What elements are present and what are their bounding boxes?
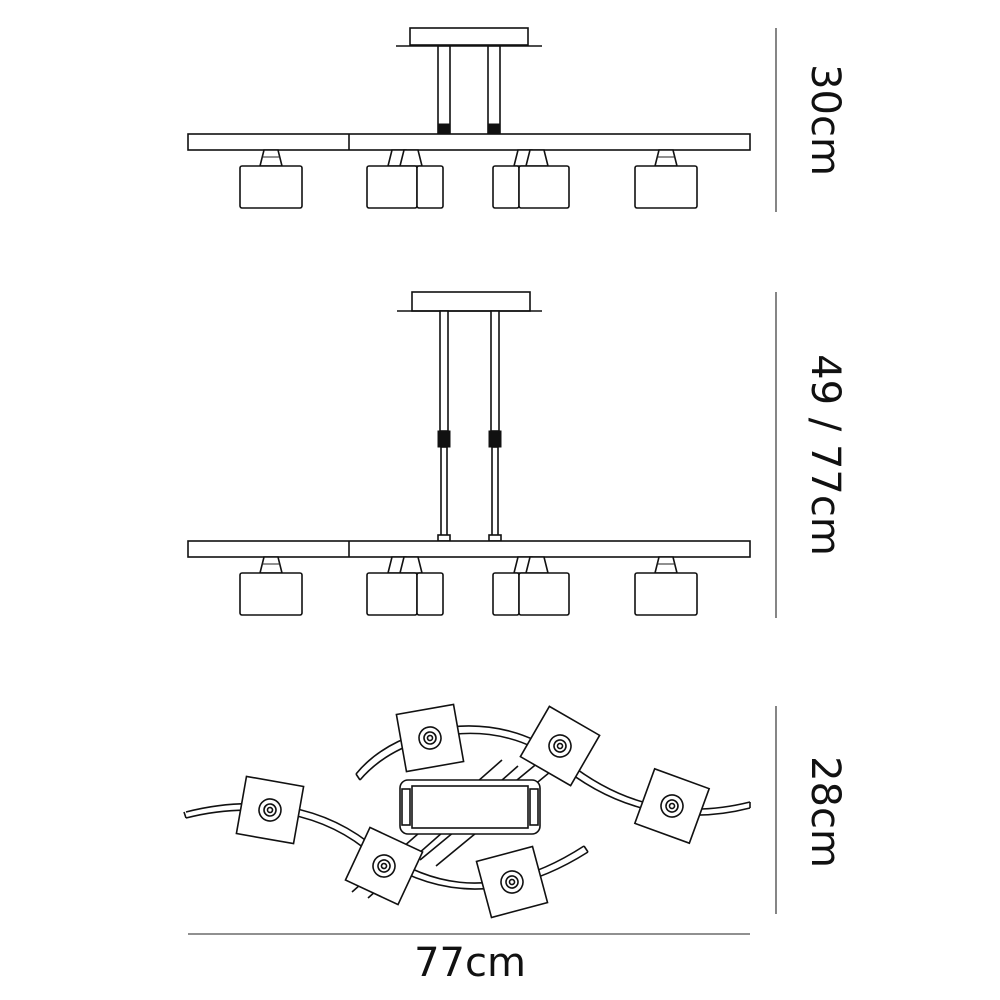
- dimension-height-surface: 30cm: [802, 64, 848, 176]
- light-bar: [187, 133, 751, 151]
- lamp-shade: [239, 149, 303, 209]
- suspension-rod: [439, 310, 449, 432]
- lamp-shade-top: [344, 826, 424, 906]
- top-view: 28cm 77cm: [183, 703, 848, 986]
- dimension-depth: 28cm: [802, 756, 848, 868]
- mount-rod: [487, 45, 501, 135]
- lamp-shade: [366, 149, 444, 209]
- lamp-shade-top: [519, 705, 601, 787]
- lamp-shade: [366, 556, 444, 616]
- lamp-shade: [634, 149, 698, 209]
- lamp-shade-top: [475, 845, 549, 919]
- lamp-shade-top: [395, 703, 465, 773]
- light-bar: [187, 540, 751, 558]
- center-hub: [399, 779, 541, 835]
- side-view-suspended: 49 / 77cm: [187, 291, 848, 618]
- ceiling-canopy: [409, 27, 529, 46]
- lamp-shade: [634, 556, 698, 616]
- mount-rod: [437, 45, 451, 135]
- lamp-shade: [239, 556, 303, 616]
- lamp-shade: [492, 149, 570, 209]
- lamp-shade: [492, 556, 570, 616]
- ceiling-canopy: [411, 291, 531, 312]
- lamp-shade-top: [634, 768, 710, 844]
- lamp-shade-top: [235, 775, 305, 845]
- dimension-height-suspended: 49 / 77cm: [802, 354, 848, 556]
- side-view-surface: 30cm: [187, 27, 848, 212]
- dimension-width: 77cm: [414, 940, 526, 986]
- suspension-rod: [490, 310, 500, 432]
